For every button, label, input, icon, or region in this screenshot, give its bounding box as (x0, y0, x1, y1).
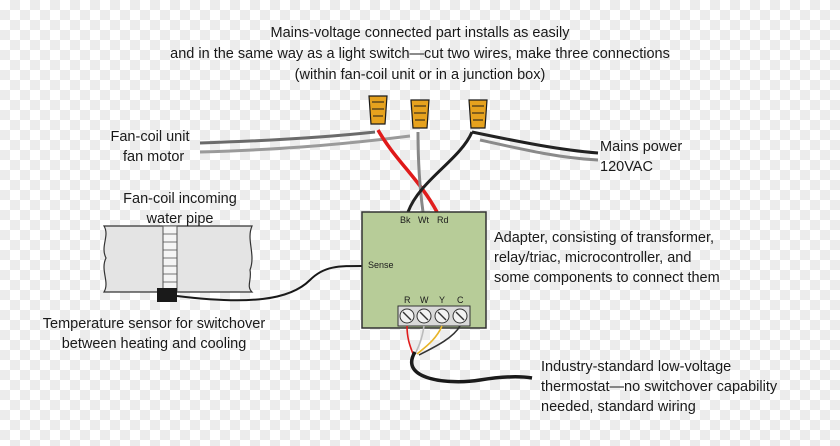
white-wire (416, 131, 425, 213)
motor-wire-lower (199, 134, 411, 154)
terminal-label-y: Y (439, 295, 446, 305)
adapter-desc-3: some components to connect them (494, 270, 720, 286)
mains-wire-upper (471, 130, 599, 155)
screw-c-icon (452, 308, 468, 324)
screw-y-icon (434, 308, 450, 324)
thermostat-wire-white (414, 325, 425, 355)
terminal-label-bk: Bk (400, 215, 411, 225)
thermostat-wire-yellow (416, 325, 443, 355)
sensor-label-2: between heating and cooling (61, 336, 247, 352)
thermostat-cable (410, 351, 533, 384)
red-wire (376, 129, 439, 213)
adapter-desc-2: relay/triac, microcontroller, and (494, 250, 692, 266)
water-pipe-label-2: water pipe (146, 211, 214, 227)
terminal-screws (397, 305, 471, 327)
motor-wire-upper (199, 130, 376, 145)
adapter-desc-1: Adapter, consisting of transformer, (494, 230, 715, 246)
terminal-label-r: R (404, 295, 411, 305)
screw-r-icon (399, 308, 415, 324)
thermostat-label-2: thermostat—no switchover capability (541, 379, 778, 395)
thermostat-wire-black (418, 325, 461, 356)
terminal-label-wt: Wt (418, 215, 429, 225)
header-line-3: (within fan-coil unit or in a junction b… (294, 67, 546, 83)
terminal-label-c: C (457, 295, 464, 305)
sense-label: Sense (368, 260, 394, 270)
terminal-label-rd: Rd (437, 215, 449, 225)
sensor-wire (176, 264, 369, 302)
thermostat-label-3: needed, standard wiring (541, 399, 696, 415)
temperature-sensor-icon (157, 288, 177, 302)
screw-w-icon (416, 308, 432, 324)
water-pipe (102, 225, 254, 293)
fan-motor-label-2: fan motor (123, 149, 185, 165)
fan-motor-label-1: Fan-coil unit (110, 129, 190, 145)
mains-label-1: Mains power (600, 139, 683, 155)
sensor-label-1: Temperature sensor for switchover (42, 316, 266, 332)
terminal-label-w: W (420, 295, 429, 305)
black-wire (406, 131, 474, 213)
wire-nut-left-icon (368, 95, 388, 125)
mains-wire-lower (479, 138, 599, 162)
mains-label-2: 120VAC (600, 159, 653, 175)
header-line-1: Mains-voltage connected part installs as… (270, 25, 570, 41)
thermostat-wire-red (406, 325, 414, 355)
header-line-2: and in the same way as a light switch—cu… (170, 46, 670, 62)
wire-nut-middle-icon (410, 99, 430, 129)
thermostat-label-1: Industry-standard low-voltage (541, 359, 732, 375)
wire-nut-right-icon (468, 99, 488, 129)
water-pipe-label-1: Fan-coil incoming (123, 191, 237, 207)
